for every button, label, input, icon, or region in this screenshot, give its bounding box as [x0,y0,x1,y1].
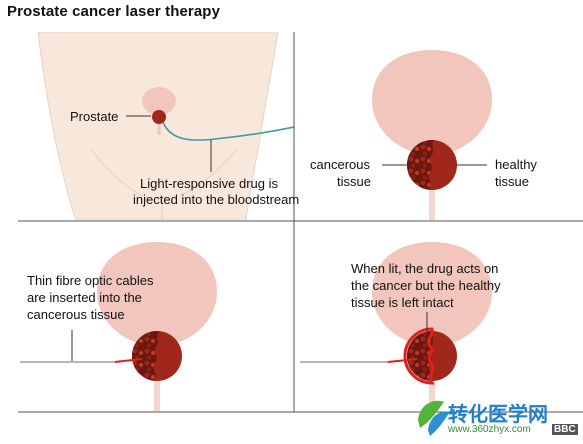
cancerous-label-line1: cancerous [310,157,370,172]
urethra-2 [429,185,435,220]
urethra-3 [154,376,160,411]
fibre-tip-4 [387,358,418,363]
prostate-marker [152,110,166,124]
tumor-2 [407,140,434,190]
watermark-url: www.360zhyx.com [448,424,531,435]
bladder-4 [372,242,492,346]
panel-1-body [37,32,294,220]
fibre-tip-3 [114,358,143,363]
fibre-label-line1: Thin fibre optic cables [27,273,154,288]
prostate-label: Prostate [70,109,119,124]
swirl-icon [428,411,450,436]
groin-line-right [179,149,237,197]
bladder-small [142,87,176,115]
urethra-4 [429,376,435,411]
healthy-label-line2: tissue [495,174,529,189]
diagram-title: Prostate cancer laser therapy [7,3,221,20]
groin-line-left [91,149,151,201]
watermark-brand: 转化医学网 [448,404,548,426]
fibre-label-line3: cancerous tissue [27,307,125,322]
lit-label-line1: When lit, the drug acts on [351,261,499,276]
drug-injection-line [162,121,294,141]
lit-label-line2: the cancer but the healthy [351,278,501,293]
healthy-label-line1: healthy [495,157,537,172]
fibre-label-line2: are inserted into the [27,290,142,305]
drug-label-line1: Light-responsive drug is [140,176,279,191]
panel-2-prostate [372,50,492,220]
bladder-3 [97,242,217,346]
watermark-source: BBC [552,424,578,435]
laser-glow-4 [403,327,435,385]
tumor-3 [132,331,159,381]
panel-4-prostate [300,242,492,411]
cancerous-label-line2: tissue [337,174,371,189]
drug-label-line2: injected into the bloodstream [133,192,300,207]
panel-3-prostate [20,242,217,411]
lit-label-line3: tissue is left intact [351,295,454,310]
watermark-logo [418,400,450,436]
bladder-2 [372,50,492,155]
leaf-icon [418,400,444,428]
